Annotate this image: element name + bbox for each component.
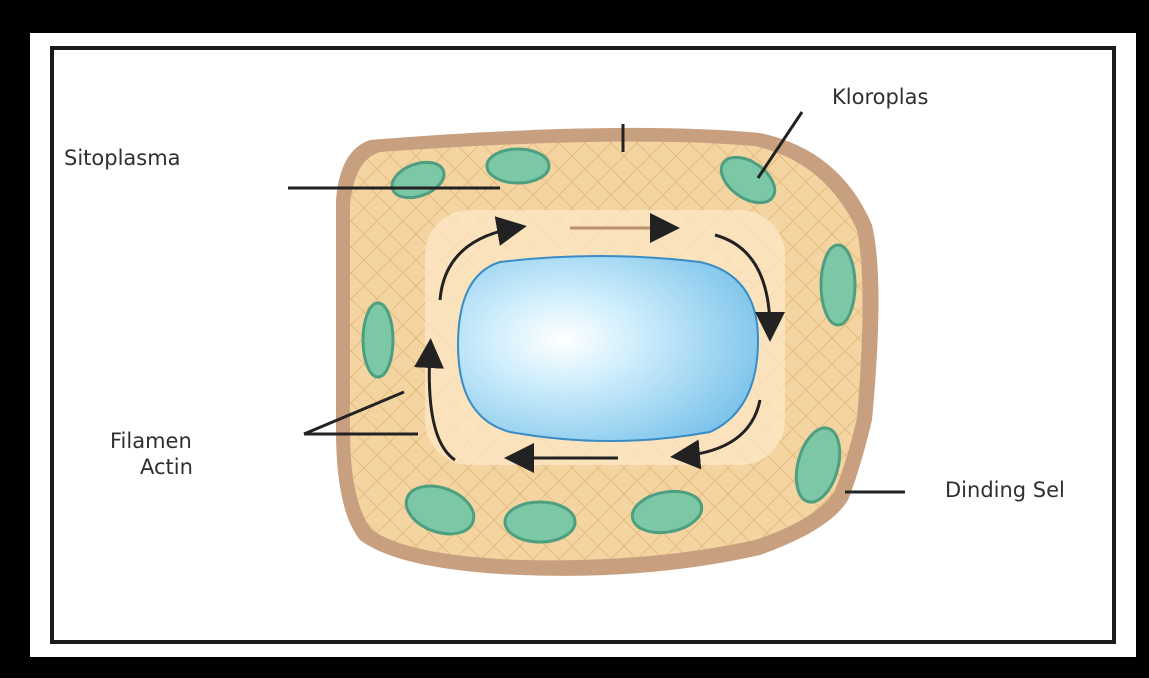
chloroplast (505, 502, 575, 542)
chloroplast (363, 303, 393, 377)
label-filamen-actin: Filamen Actin (110, 428, 250, 481)
label-sitoplasma: Sitoplasma (64, 145, 181, 171)
label-dinding-sel: Dinding Sel (945, 477, 1065, 503)
label-filamen-actin-line1: Filamen (110, 428, 250, 454)
label-filamen-actin-line2: Actin (140, 454, 250, 480)
chloroplast (487, 149, 549, 183)
vacuole (458, 256, 758, 441)
label-kloroplas: Kloroplas (832, 84, 928, 110)
chloroplast (821, 245, 855, 325)
